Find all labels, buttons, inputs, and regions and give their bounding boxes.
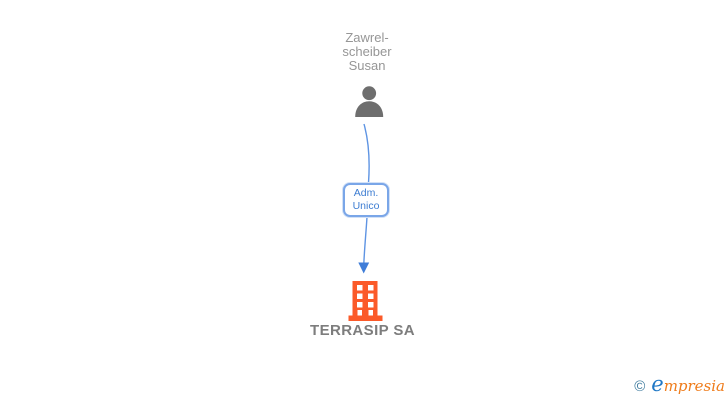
brand-logo: empresia [651, 372, 725, 396]
brand-logo-rest: mpresia [663, 377, 725, 395]
connector-role-to-company [363, 216, 368, 265]
company-name-label[interactable]: TERRASIP SA [310, 322, 415, 339]
person-name-label[interactable]: Zawrel- scheiber Susan [342, 30, 392, 73]
building-icon[interactable] [348, 281, 383, 321]
role-box[interactable]: Adm. Unico [343, 183, 389, 217]
arrowhead-icon [358, 262, 370, 274]
brand-logo-initial: e [651, 372, 664, 396]
person-silhouette-icon[interactable] [354, 86, 384, 117]
brand-watermark: © empresia [634, 372, 725, 396]
copyright-icon: © [634, 378, 646, 395]
connector-person-to-role [363, 123, 370, 184]
role-label: Adm. Unico [352, 187, 380, 212]
